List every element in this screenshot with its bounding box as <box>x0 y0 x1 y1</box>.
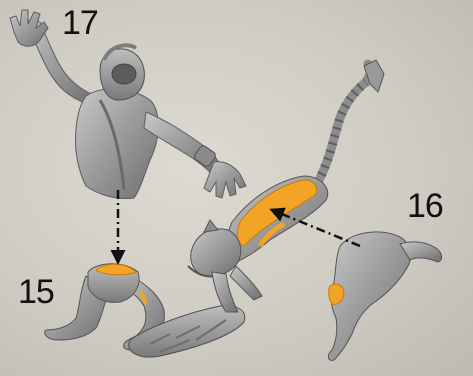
helmet-visor <box>112 64 136 84</box>
panther-tail <box>318 64 370 182</box>
step-number-17: 17 <box>62 6 98 40</box>
panther-hindquarters <box>328 232 441 360</box>
panther-tail-segments <box>318 82 366 182</box>
step-number-15: 15 <box>18 275 54 309</box>
gladiator-upper-body <box>10 10 246 199</box>
panther-ear <box>204 220 218 232</box>
panther-paw <box>230 266 262 300</box>
legs-glue-area <box>96 264 136 275</box>
step-number-16: 16 <box>407 189 443 223</box>
panther-head <box>191 229 241 277</box>
panther-tail-tip <box>364 60 384 92</box>
